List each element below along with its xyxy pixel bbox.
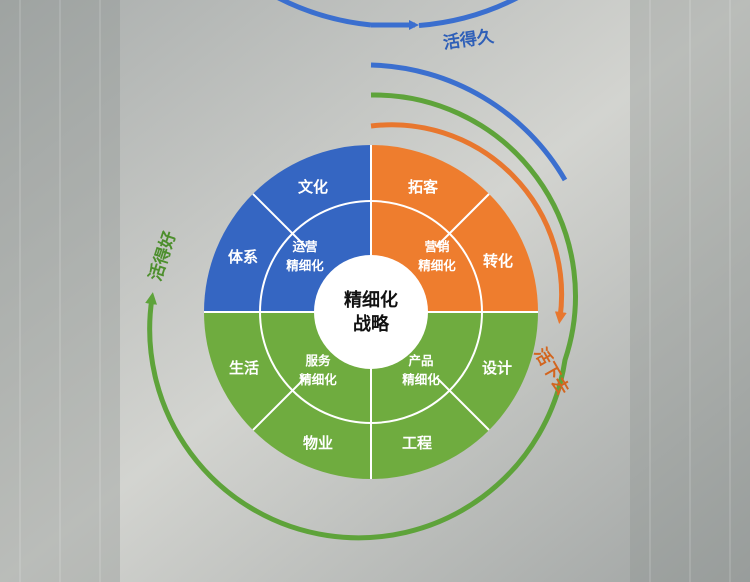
inner-label-marketing-line1: 营销 [424, 239, 450, 254]
segment-label-life: 生活 [229, 359, 259, 377]
center-circle [314, 255, 428, 369]
segment-label-system: 体系 [228, 248, 258, 266]
segment-label-property: 物业 [303, 434, 333, 452]
segment-label-culture: 文化 [298, 178, 328, 196]
inner-label-operations-line1: 运营 [292, 239, 318, 254]
inner-label-marketing-line2: 精细化 [418, 258, 456, 273]
inner-label-operations-line2: 精细化 [286, 258, 324, 273]
orange-arc [370, 122, 567, 324]
segment-label-acquisition: 拓客 [408, 178, 439, 196]
arc-label-live-long: 活得久 [442, 26, 495, 54]
segment-label-engineering: 工程 [402, 434, 432, 452]
segment-label-conversion: 转化 [483, 252, 513, 270]
inner-label-product-line1: 产品 [408, 353, 433, 368]
blue-arc-inner-stub [370, 62, 568, 182]
segment-label-design: 设计 [482, 359, 512, 377]
green-arc [145, 92, 578, 541]
center-label-line1: 精细化 [344, 289, 398, 311]
blue-arc [277, 0, 519, 28]
inner-label-service-line2: 精细化 [299, 372, 337, 387]
inner-label-product-line2: 精细化 [402, 372, 440, 387]
inner-label-service-line1: 服务 [305, 353, 331, 368]
center-label-line2: 战略 [353, 313, 390, 335]
arc-label-live-well: 活得好 [145, 229, 181, 284]
